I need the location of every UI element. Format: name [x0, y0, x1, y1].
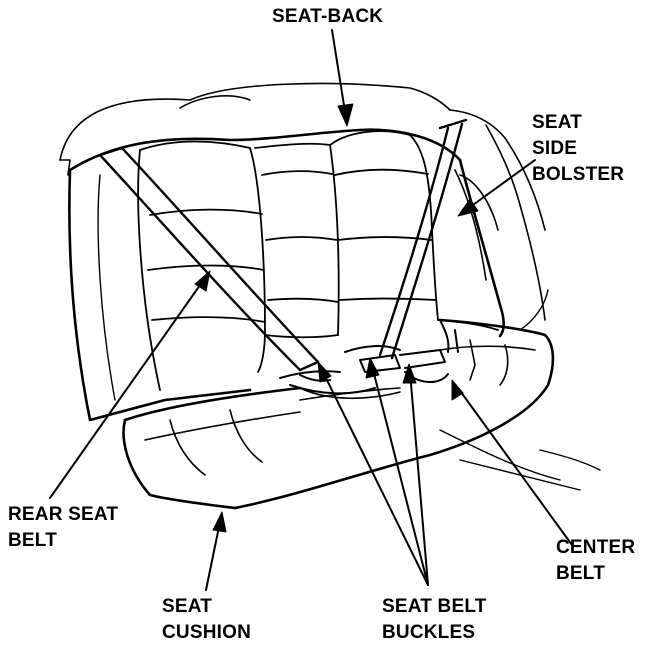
- buckles-label-line2: BUCKLES: [382, 622, 476, 643]
- left-seat-back-panel: [97, 140, 266, 401]
- side-bolster-label: SEAT SIDE BOLSTER: [532, 110, 624, 188]
- callout-arrows: [49, 29, 573, 591]
- buckle-arrow-center: [371, 365, 429, 586]
- center-belt-label: CENTER BELT: [556, 535, 635, 587]
- buckle-assembly: [279, 319, 459, 395]
- buckle-arrowhead-center: [365, 357, 380, 379]
- buckle-arrow-left: [321, 369, 429, 586]
- center-belt-arrowhead: [451, 379, 464, 401]
- seat-back-label-text: SEAT-BACK: [272, 6, 384, 27]
- rear-belt-label-line2: BELT: [8, 530, 57, 551]
- buckle-arrowhead-right: [402, 363, 417, 384]
- seat-back-arrowhead: [337, 103, 354, 127]
- rear-belt-label-line1: REAR SEAT: [8, 504, 119, 525]
- side-bolster-label-line1: SEAT: [532, 112, 583, 133]
- side-bolster-label-line3: BOLSTER: [532, 164, 625, 185]
- floor-trim-outline: [439, 289, 601, 491]
- cushion-label: SEAT CUSHION: [162, 594, 251, 646]
- parcel-shelf-outline: [59, 82, 546, 321]
- side-bolster-outline: [454, 169, 499, 281]
- buckles-label-line1: SEAT BELT: [382, 596, 487, 617]
- center-belt-label-line2: BELT: [556, 563, 605, 584]
- center-belt-label-line1: CENTER: [556, 537, 636, 558]
- right-seat-back-panel: [329, 130, 499, 331]
- center-seat-back-panel: [254, 142, 340, 339]
- seat-back-label: SEAT-BACK: [272, 4, 383, 30]
- cushion-label-line2: CUSHION: [162, 622, 252, 643]
- seat-back-arrow: [331, 29, 347, 119]
- side-bolster-label-line2: SIDE: [532, 138, 578, 159]
- center-belt-strap: [378, 118, 468, 360]
- buckle-arrow-right: [409, 371, 429, 586]
- arrowheads: [194, 103, 479, 533]
- seat-cushion-outline: [122, 318, 555, 510]
- cushion-arrowhead: [212, 511, 227, 533]
- cushion-arrow: [205, 521, 221, 591]
- cushion-label-line1: SEAT: [162, 596, 213, 617]
- buckles-label: SEAT BELT BUCKLES: [382, 594, 487, 646]
- side-bolster-arrow: [465, 159, 536, 211]
- center-belt-arrow: [457, 387, 573, 546]
- rear-belt-arrow: [49, 277, 206, 499]
- buckle-arrowhead-left: [317, 361, 332, 383]
- rear-belt-arrowhead: [194, 270, 211, 292]
- rear-belt-label: REAR SEAT BELT: [8, 502, 118, 554]
- side-bolster-arrowhead: [457, 198, 479, 217]
- rear-seat-belt-strap: [98, 146, 320, 372]
